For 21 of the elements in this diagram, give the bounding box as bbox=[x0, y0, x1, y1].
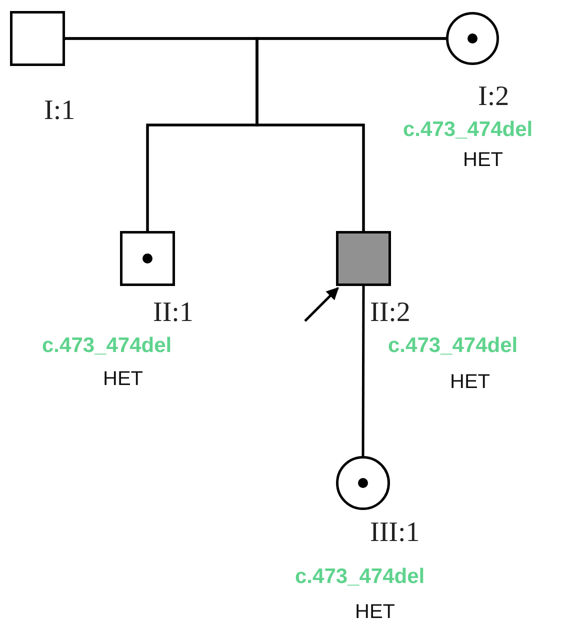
zygosity-label: HET bbox=[450, 370, 490, 394]
proband-arrow bbox=[304, 287, 339, 322]
individual-id: I:1 bbox=[44, 94, 76, 128]
individual-id: III:1 bbox=[370, 516, 420, 550]
affected-male-symbol bbox=[336, 231, 391, 286]
pedigree-line bbox=[362, 286, 365, 456]
zygosity-label: HET bbox=[103, 367, 143, 391]
zygosity-label: HET bbox=[355, 600, 395, 624]
variant-label: c.473_474del bbox=[388, 333, 518, 359]
carrier-male-symbol bbox=[120, 231, 175, 286]
pedigree-line bbox=[256, 37, 446, 231]
carrier-female-symbol bbox=[336, 456, 390, 510]
male-symbol bbox=[10, 11, 65, 66]
zygosity-label: HET bbox=[463, 148, 503, 172]
carrier-female-symbol bbox=[446, 12, 499, 65]
variant-label: c.473_474del bbox=[42, 333, 172, 359]
individual-id: II:2 bbox=[370, 296, 410, 330]
individual-id: I:2 bbox=[478, 80, 510, 114]
individual-id: II:1 bbox=[153, 296, 194, 330]
variant-label: c.473_474del bbox=[295, 564, 425, 590]
variant-label: c.473_474del bbox=[403, 117, 533, 143]
